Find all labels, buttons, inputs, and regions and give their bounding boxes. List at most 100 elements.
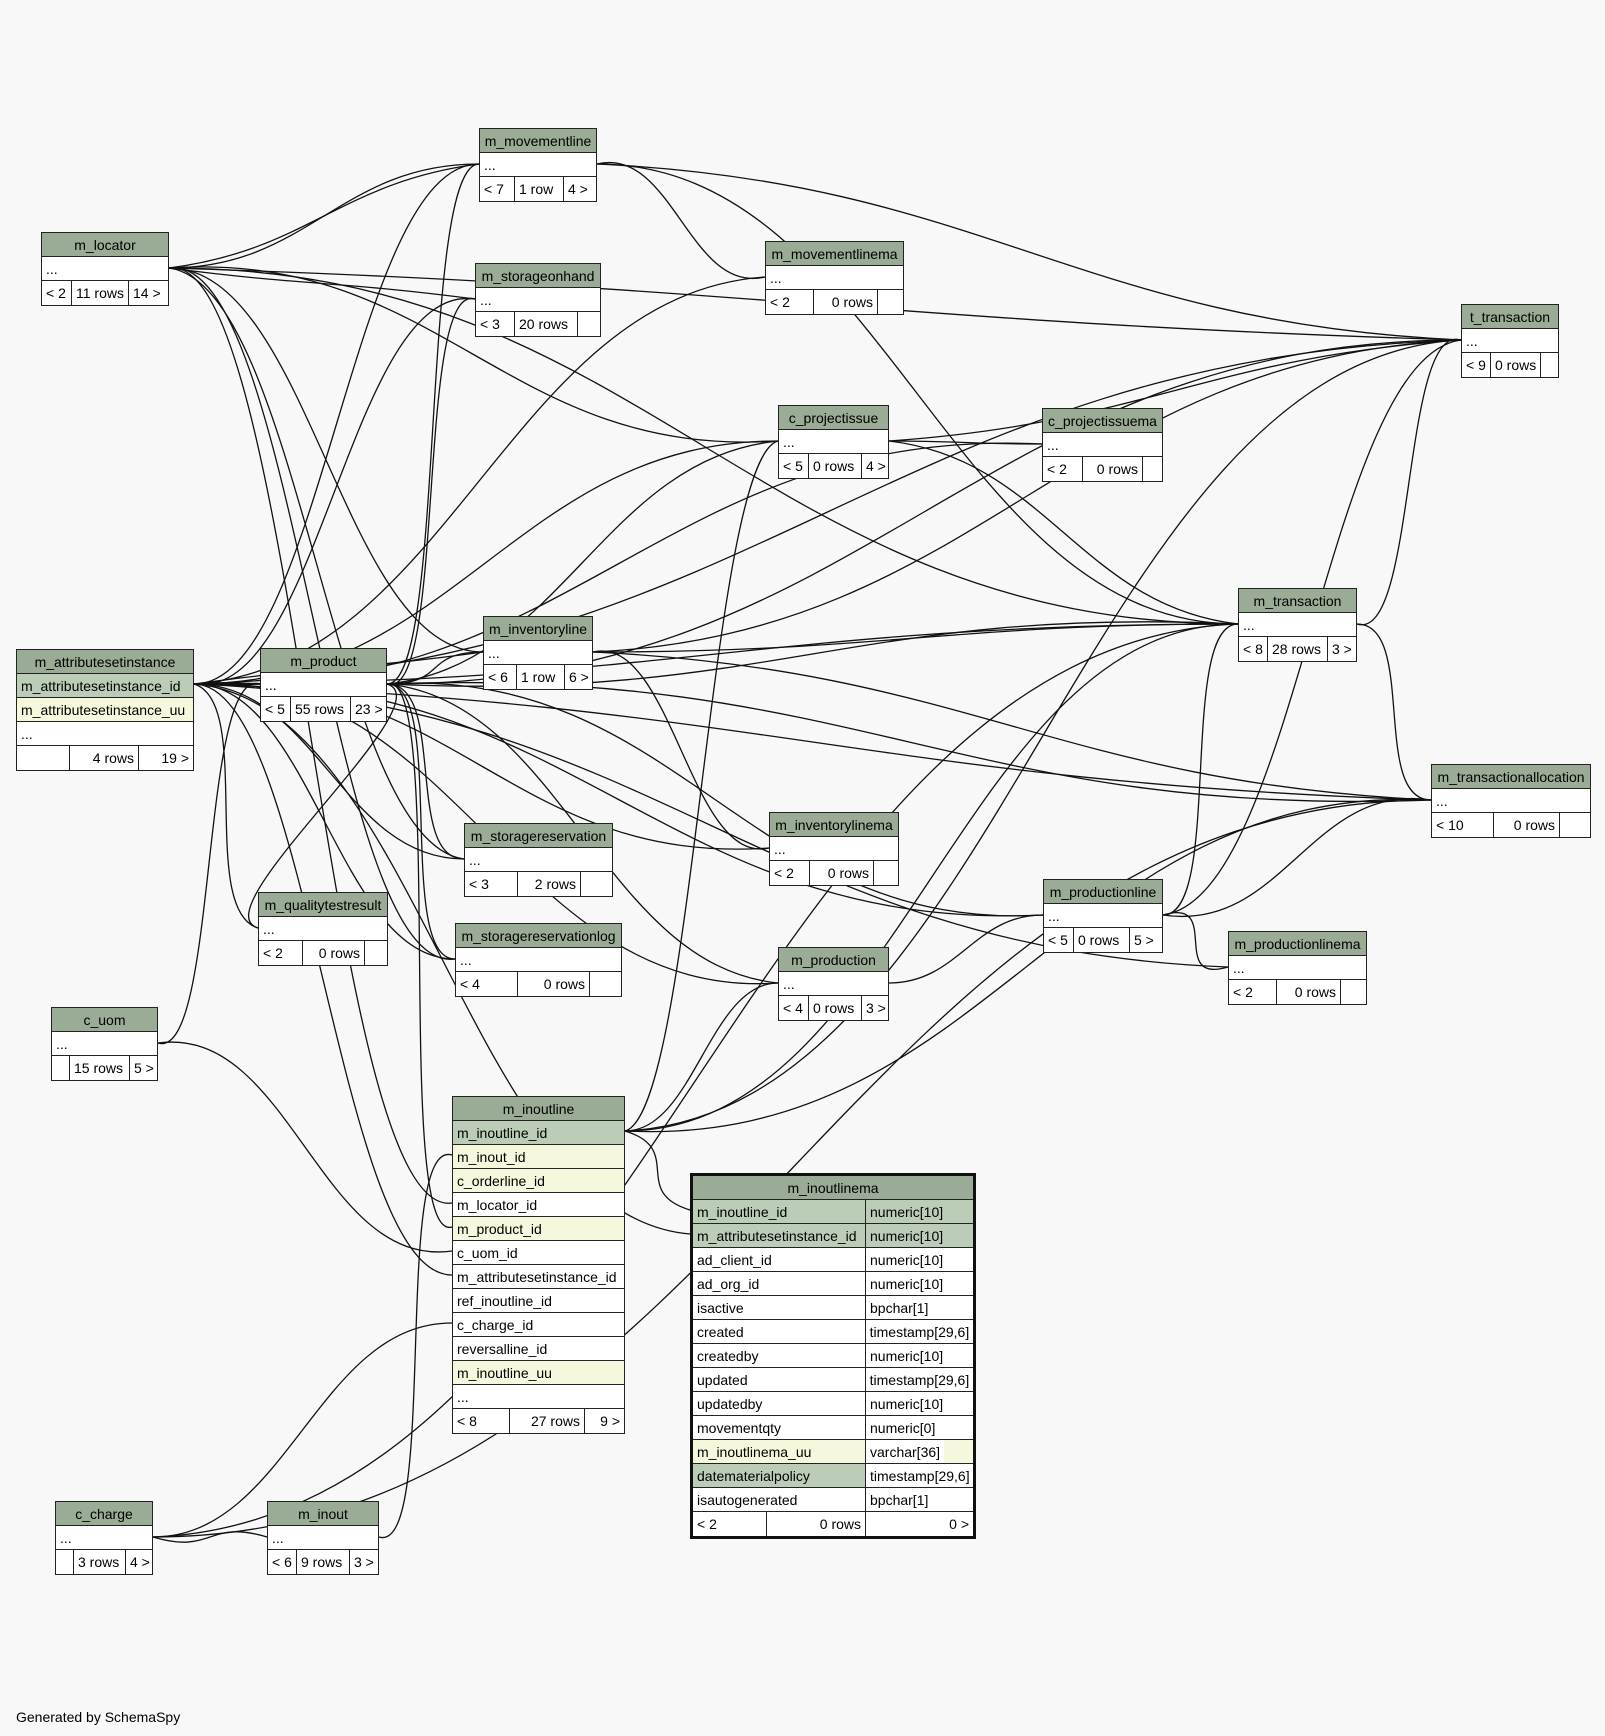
entity-name: m_qualitytestresult bbox=[264, 897, 382, 913]
children-count[interactable]: 5 > bbox=[1134, 932, 1154, 948]
column-name: c_charge_id bbox=[457, 1317, 534, 1333]
parents-count[interactable]: < 5 bbox=[1044, 928, 1074, 952]
relationship-edge bbox=[193, 683, 1432, 801]
relationship-edge bbox=[888, 440, 1239, 625]
parents-count[interactable]: < 5 bbox=[779, 454, 809, 478]
column-name: ad_client_id bbox=[693, 1248, 866, 1271]
children-count[interactable]: 4 > bbox=[866, 458, 886, 474]
parents-count[interactable]: < 2 bbox=[693, 1512, 767, 1536]
parents-count[interactable]: < 10 bbox=[1432, 813, 1494, 837]
entity-name: c_charge bbox=[75, 1506, 133, 1522]
row-count: 0 rows bbox=[809, 454, 862, 478]
parents-count[interactable] bbox=[52, 1056, 70, 1080]
parents-count[interactable]: < 6 bbox=[268, 1550, 297, 1574]
parents-count[interactable]: < 7 bbox=[480, 177, 515, 201]
children-count[interactable]: 0 > bbox=[949, 1516, 969, 1532]
children-count[interactable] bbox=[878, 290, 903, 314]
parents-count[interactable]: < 4 bbox=[456, 972, 518, 996]
children-count[interactable]: 3 > bbox=[1332, 641, 1352, 657]
entity-ellipsis: ... bbox=[1047, 437, 1059, 453]
children-count[interactable] bbox=[874, 861, 898, 885]
children-count[interactable] bbox=[590, 972, 621, 996]
children-count[interactable] bbox=[581, 872, 612, 896]
relationship-edge bbox=[193, 683, 259, 929]
parents-count[interactable]: < 2 bbox=[1043, 457, 1083, 481]
parents-count[interactable]: < 2 bbox=[1229, 980, 1277, 1004]
children-count[interactable]: 9 > bbox=[600, 1413, 620, 1429]
parents-count[interactable]: < 2 bbox=[770, 861, 810, 885]
entity-ellipsis: ... bbox=[60, 1530, 72, 1546]
children-count[interactable]: 5 > bbox=[134, 1060, 154, 1076]
children-count[interactable]: 6 > bbox=[569, 669, 589, 685]
parents-count[interactable]: < 4 bbox=[779, 996, 809, 1020]
relationship-edge bbox=[1356, 338, 1462, 626]
column-row: c_uom_id bbox=[453, 1241, 624, 1265]
parents-count[interactable]: < 8 bbox=[1239, 637, 1268, 661]
relationship-edge bbox=[386, 683, 453, 1228]
relationship-edge bbox=[592, 339, 1462, 653]
row-count: 15 rows bbox=[70, 1056, 130, 1080]
entity-ellipsis: ... bbox=[460, 952, 472, 968]
column-name: m_inoutlinema_uu bbox=[693, 1440, 866, 1463]
children-count[interactable]: 3 > bbox=[866, 1000, 886, 1016]
row-count: 27 rows bbox=[510, 1409, 585, 1433]
column-type: numeric[10] bbox=[870, 1252, 944, 1268]
relationship-edge bbox=[168, 267, 1239, 625]
children-count[interactable]: 14 > bbox=[133, 285, 161, 301]
relationship-edge bbox=[386, 682, 1044, 917]
children-count[interactable]: 23 > bbox=[355, 701, 383, 717]
parents-count[interactable]: < 2 bbox=[42, 281, 72, 305]
children-count[interactable]: 4 > bbox=[568, 181, 588, 197]
column-row: ... bbox=[453, 1385, 624, 1409]
children-count[interactable] bbox=[578, 312, 600, 336]
parents-count[interactable]: < 2 bbox=[766, 290, 814, 314]
children-count[interactable]: 3 > bbox=[354, 1554, 374, 1570]
column-name: ad_org_id bbox=[693, 1272, 866, 1295]
parents-count[interactable]: < 3 bbox=[465, 872, 518, 896]
entity-ellipsis: ... bbox=[272, 1530, 284, 1546]
children-count[interactable] bbox=[365, 941, 387, 965]
children-count[interactable] bbox=[1560, 813, 1590, 837]
entity-m_inoutline[interactable]: m_inoutline m_inoutline_id m_inout_id c_… bbox=[452, 1096, 625, 1434]
column-name: m_locator_id bbox=[457, 1197, 538, 1213]
parents-count[interactable]: < 3 bbox=[476, 312, 515, 336]
parents-count[interactable] bbox=[56, 1550, 74, 1574]
children-count[interactable] bbox=[1341, 980, 1366, 1004]
children-count[interactable] bbox=[1541, 353, 1558, 377]
entity-m_attributesetinstance[interactable]: m_attributesetinstance m_attributesetins… bbox=[16, 649, 194, 771]
parents-count[interactable]: < 8 bbox=[453, 1409, 510, 1433]
children-count[interactable] bbox=[1143, 457, 1162, 481]
parents-count[interactable]: < 9 bbox=[1462, 353, 1491, 377]
parents-count[interactable]: < 6 bbox=[484, 665, 517, 689]
children-count[interactable]: 19 > bbox=[161, 750, 189, 766]
relationship-edge bbox=[152, 799, 1432, 1538]
relationship-edge bbox=[386, 163, 480, 685]
parents-count[interactable] bbox=[17, 746, 70, 770]
parents-count[interactable]: < 2 bbox=[259, 941, 303, 965]
entity-ellipsis: ... bbox=[1243, 617, 1255, 633]
parents-count[interactable]: < 5 bbox=[261, 697, 291, 721]
children-count[interactable]: 4 > bbox=[130, 1554, 150, 1570]
